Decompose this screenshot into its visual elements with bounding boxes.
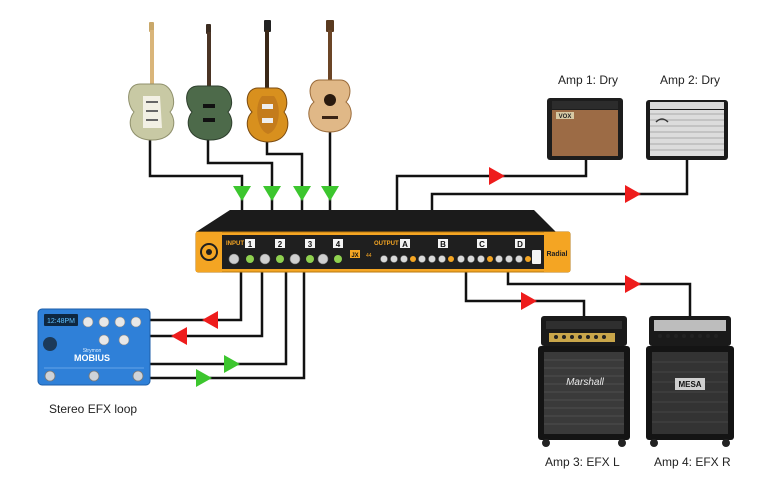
output-b-label: B: [440, 240, 446, 249]
output-c-label: C: [479, 240, 485, 249]
input-4-label: 4: [336, 240, 341, 249]
arrow-efx-return-r: [196, 369, 212, 387]
amp2-label: Amp 2: Dry: [660, 73, 721, 87]
vox-logo: VOX: [559, 114, 572, 120]
arrow-out-amp1: [489, 167, 505, 185]
arrow-in-3: [293, 186, 311, 201]
amp1-label: Amp 1: Dry: [558, 73, 619, 87]
amp3-label: Amp 3: EFX L: [545, 455, 620, 469]
arrows: [171, 167, 641, 387]
guitar-lespaul-icon: [246, 20, 289, 143]
guitar-strat-icon: [128, 22, 175, 141]
model-number: 44: [366, 253, 372, 259]
arrow-out-amp4: [625, 275, 641, 293]
cable-amp4: [506, 270, 692, 318]
model-badge: JX: [351, 253, 358, 259]
arrow-in-4: [321, 186, 339, 201]
input-3-label: 3: [308, 240, 313, 249]
input-section-label: INPUT: [226, 241, 244, 247]
guitar-prs-icon: [186, 24, 233, 141]
arrow-efx-return-l: [224, 355, 240, 373]
cable-amp2: [430, 160, 689, 214]
arrow-in-2: [263, 186, 281, 201]
amp-marshall-icon: Marshall: [538, 316, 630, 447]
amp-fender-icon: [646, 100, 728, 160]
pedal-name: MOBIUS: [74, 353, 110, 363]
amp4-label: Amp 4: EFX R: [654, 455, 731, 469]
cable-efx-send-r: [148, 270, 264, 338]
brand-logo: Radial: [546, 251, 567, 258]
input-1-label: 1: [248, 240, 253, 249]
output-section-label: OUTPUT: [374, 241, 399, 247]
output-d-label: D: [517, 240, 523, 249]
cable-amp1: [395, 160, 588, 214]
pedal-mobius-icon: 12:48PM Strymon MOBIUS: [37, 308, 151, 386]
arrow-out-amp3: [521, 292, 537, 310]
cable-guitar-1: [148, 138, 244, 214]
arrow-efx-send-r: [171, 327, 187, 345]
input-2-label: 2: [278, 240, 283, 249]
guitar-acoustic-icon: [308, 20, 352, 133]
amp-mesa-icon: MESA: [646, 316, 734, 447]
radial-jx44-unit: INPUT OUTPUT 1 2 3 4 JX 44 A B C D: [195, 210, 571, 273]
pedal-display: 12:48PM: [47, 318, 75, 325]
cable-guitar-3: [265, 140, 304, 214]
pedal-brand: Strymon: [83, 348, 102, 354]
cable-amp3: [464, 270, 586, 318]
arrow-in-1: [233, 186, 251, 201]
arrow-out-amp2: [625, 185, 641, 203]
amp-vox-icon: VOX: [547, 98, 623, 160]
cable-efx-send-l: [148, 270, 243, 322]
output-a-label: A: [402, 240, 408, 249]
mesa-logo: MESA: [678, 380, 701, 389]
cable-efx-return-l: [148, 270, 288, 366]
efx-label: Stereo EFX loop: [49, 402, 138, 416]
arrow-efx-send-l: [202, 311, 218, 329]
marshall-logo: Marshall: [566, 377, 605, 388]
